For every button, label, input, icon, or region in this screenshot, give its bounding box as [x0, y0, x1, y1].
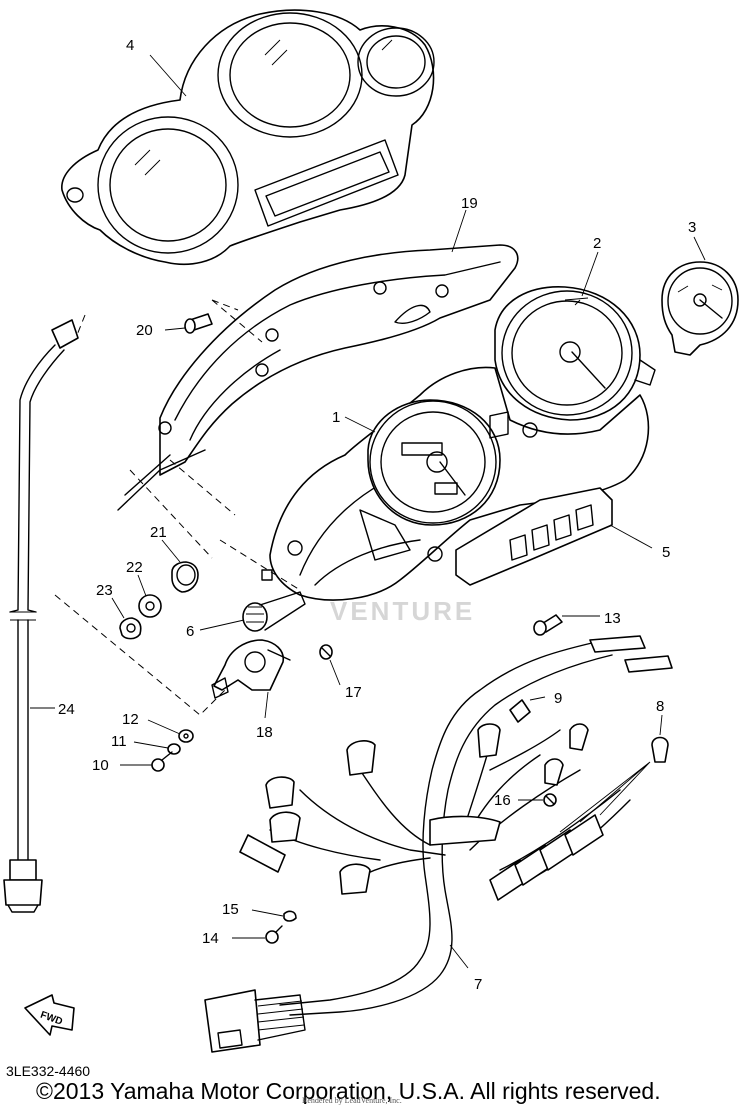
callout-16: 16: [494, 792, 511, 809]
diagram-part-code: 3LE332-4460: [6, 1063, 91, 1079]
callout-8: 8: [656, 698, 664, 715]
leader-11: [133, 741, 169, 749]
callout-24: 24: [58, 701, 75, 718]
watermark-text: VENTURE: [330, 596, 475, 626]
leader-9: [529, 696, 546, 701]
speedometer-cable-24-part: [3, 319, 79, 913]
ref-line-20: [211, 299, 263, 343]
washer-11-part: [167, 743, 181, 755]
clamp-15-part: [283, 910, 297, 922]
callout-3: 3: [688, 219, 696, 236]
callout-10: 10: [92, 757, 109, 774]
tachometer-part: [494, 286, 656, 421]
callout-2: 2: [593, 235, 601, 252]
callout-5: 5: [662, 544, 670, 561]
bolt-10-part: [151, 751, 173, 772]
callout-19: 19: [461, 195, 478, 212]
ref-line-bracket: [129, 459, 301, 591]
callout-9: 9: [554, 690, 562, 707]
leader-3: [693, 236, 706, 261]
washer-22-part: [138, 594, 162, 618]
callout-11: 11: [111, 733, 127, 750]
leader-4: [149, 54, 187, 97]
leader-18: [264, 691, 269, 719]
screw-14-part: [265, 925, 283, 944]
callout-20: 20: [136, 322, 153, 339]
speedometer-part: [359, 399, 501, 561]
leader-6: [199, 619, 245, 631]
nut-23-part: [119, 617, 142, 640]
callout-22: 22: [126, 559, 143, 576]
callout-17: 17: [345, 684, 362, 701]
screw-20-part: [184, 313, 213, 334]
callout-23: 23: [96, 582, 113, 599]
leader-7: [449, 944, 469, 969]
leader-19: [451, 209, 467, 253]
meter-bracket-part: [117, 244, 519, 511]
leader-8: [659, 714, 663, 736]
callout-6: 6: [186, 623, 194, 640]
callout-13: 13: [604, 610, 621, 627]
callout-7: 7: [474, 976, 482, 993]
screw-16-part: [543, 793, 557, 807]
temperature-gauge-part: [661, 261, 739, 356]
callout-12: 12: [122, 711, 139, 728]
callouts: 4 19 2 3 20 1 5 21 22 23 6 13 17 24 9 12…: [58, 37, 696, 993]
nut-12-part: [178, 729, 194, 743]
gear-6-part: [242, 591, 306, 632]
leader-20: [164, 327, 186, 331]
bulb-9-part: [509, 699, 531, 723]
callout-4: 4: [126, 37, 134, 54]
rendered-by-credit: Rendered by LeadVenture, Inc.: [302, 1096, 402, 1105]
callout-21: 21: [150, 524, 167, 541]
ref-line-cable: [54, 314, 251, 716]
callout-15: 15: [222, 901, 239, 918]
callout-1: 1: [332, 409, 340, 426]
leader-12: [147, 719, 181, 735]
copyright-notice: ©2013 Yamaha Motor Corporation, U.S.A. A…: [36, 1078, 661, 1104]
leader-1: [344, 416, 376, 433]
leader-8-fan: [559, 761, 651, 833]
screw-17-part: [319, 644, 333, 660]
leader-5: [609, 524, 653, 549]
grommet-21-part: [171, 561, 199, 593]
bulb-8-part: [651, 736, 669, 763]
speedo-drive-18-part: [211, 639, 291, 699]
meter-cover-part: [61, 9, 435, 266]
leader-2: [581, 251, 599, 297]
leader-23: [111, 597, 125, 619]
leader-17: [329, 659, 341, 686]
leader-15: [251, 909, 284, 917]
indicator-panel-part: [455, 411, 613, 586]
wire-harness-7-part: [204, 635, 673, 1053]
forward-arrow-icon: FWD: [24, 994, 75, 1036]
callout-18: 18: [256, 724, 273, 741]
leader-22: [137, 574, 147, 597]
screw-13-part: [533, 614, 563, 636]
callout-14: 14: [202, 930, 219, 947]
leader-21: [161, 539, 181, 563]
